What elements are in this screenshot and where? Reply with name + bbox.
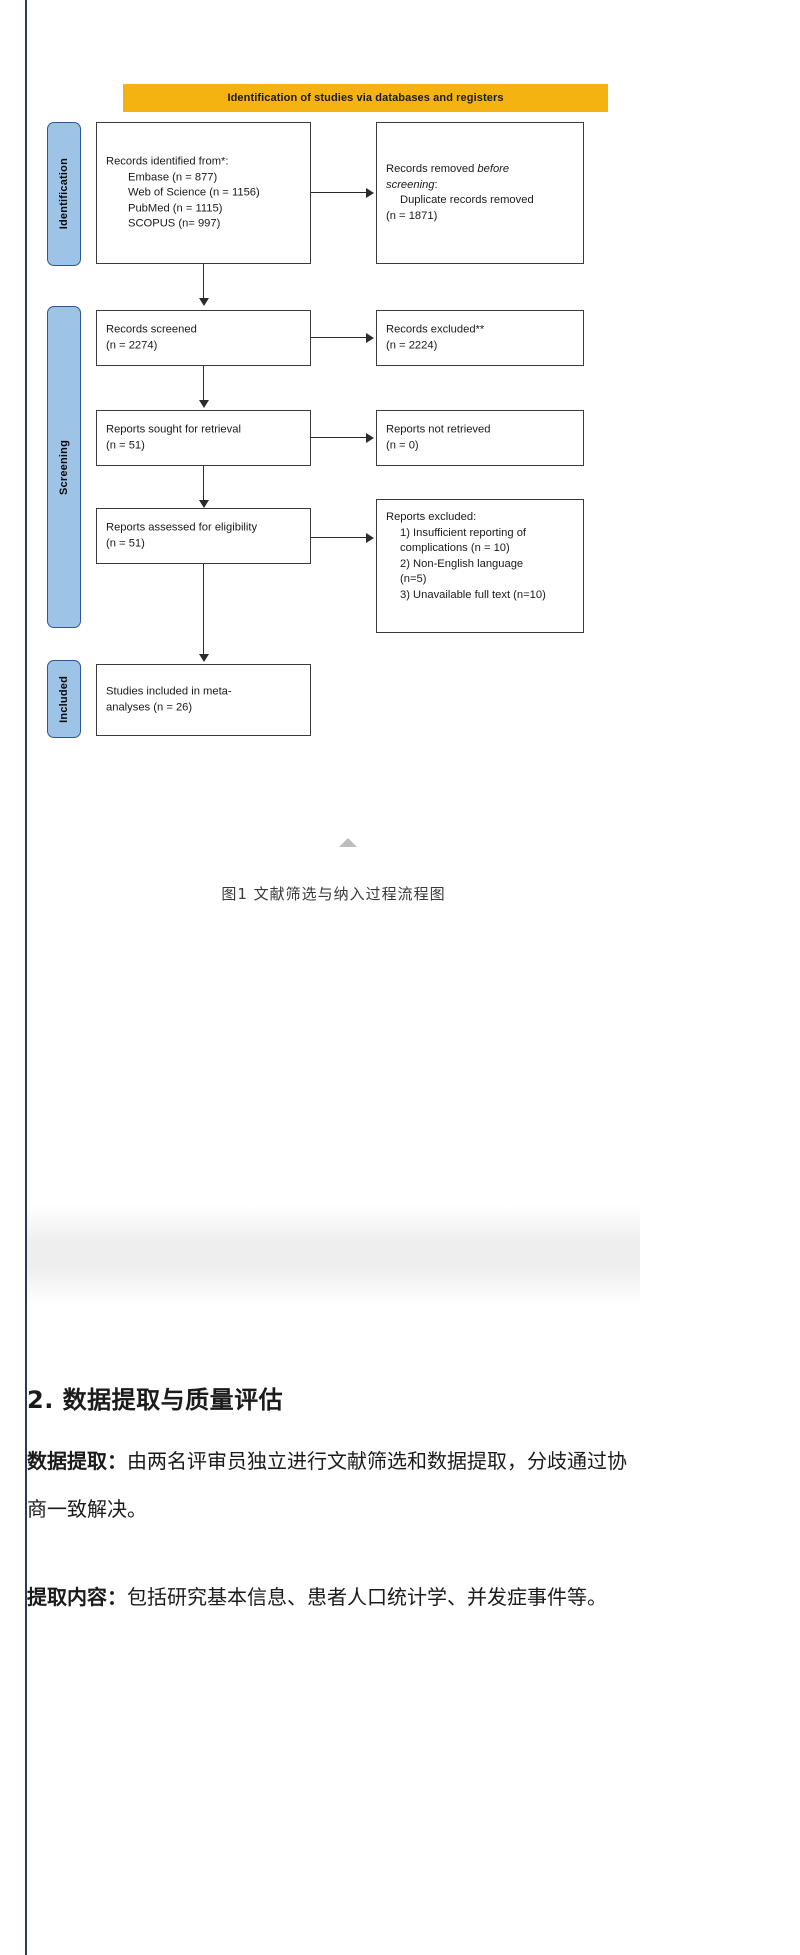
records-screened-title: Records screened (106, 323, 197, 336)
reports-not-retrieved-count: (n = 0) (386, 439, 419, 451)
phase-label-screening-text: Screening (58, 439, 70, 495)
records-removed-item1: Duplicate records removed (400, 194, 534, 206)
box-reports-assessed: Reports assessed for eligibility (n = 51… (96, 508, 311, 564)
reports-excluded-item-3: (n=5) (400, 573, 427, 585)
connector-screened-to-excluded (311, 337, 367, 339)
box-reports-sought: Reports sought for retrieval (n = 51) (96, 410, 311, 466)
reports-sought-title: Reports sought for retrieval (106, 423, 241, 436)
connector-identified-to-removed-arrow (366, 188, 374, 198)
box-reports-assessed-text: Reports assessed for eligibility (n = 51… (106, 521, 304, 552)
connector-sought-to-assessed-arrow (199, 500, 209, 508)
box-studies-included-text: Studies included in meta- analyses (n = … (106, 685, 304, 716)
reports-sought-count: (n = 51) (106, 439, 145, 451)
box-records-screened: Records screened (n = 2274) (96, 310, 311, 366)
connector-identified-to-removed (311, 192, 367, 194)
box-records-identified: Records identified from*: Embase (n = 87… (96, 122, 311, 264)
records-identified-item-0: Embase (n = 877) (128, 170, 218, 183)
phase-label-screening: Screening (47, 306, 81, 628)
box-reports-not-retrieved-text: Reports not retrieved (n = 0) (386, 423, 577, 454)
phase-label-included: Included (47, 660, 81, 738)
phase-label-included-text: Included (58, 675, 70, 723)
connector-identified-to-screened (203, 264, 205, 300)
box-records-excluded: Records excluded** (n = 2224) (376, 310, 584, 366)
records-removed-line2-italic: screening (386, 178, 435, 191)
box-reports-sought-text: Reports sought for retrieval (n = 51) (106, 423, 304, 454)
reports-excluded-item-2: 2) Non-English language (400, 557, 524, 570)
records-excluded-title: Records excluded** (386, 323, 485, 336)
prisma-flow-diagram: Identification of studies via databases … (27, 0, 640, 1020)
section-heading: 2. 数据提取与质量评估 (27, 1386, 284, 1414)
reports-assessed-title: Reports assessed for eligibility (106, 521, 258, 534)
connector-assessed-to-included-arrow (199, 654, 209, 662)
box-reports-excluded: Reports excluded: 1) Insufficient report… (376, 499, 584, 633)
page-left-rule (25, 0, 27, 1955)
studies-included-line2: analyses (n = 26) (106, 701, 193, 713)
connector-sought-to-not-retrieved (311, 437, 367, 439)
box-reports-not-retrieved: Reports not retrieved (n = 0) (376, 410, 584, 466)
reports-not-retrieved-title: Reports not retrieved (386, 423, 491, 436)
diagram-banner: Identification of studies via databases … (123, 84, 608, 112)
paragraph-extraction-content-lead: 提取内容： (27, 1585, 127, 1609)
connector-screened-to-sought-arrow (199, 400, 209, 408)
reports-excluded-item-1: complications (n = 10) (400, 542, 510, 554)
connector-sought-to-not-retrieved-arrow (366, 433, 374, 443)
box-records-screened-text: Records screened (n = 2274) (106, 323, 304, 354)
records-identified-item-3: SCOPUS (n= 997) (128, 217, 221, 230)
records-identified-item-1: Web of Science (n = 1156) (128, 186, 260, 199)
records-removed-line1: Records removed (386, 163, 478, 175)
paragraph-data-extraction: 数据提取：由两名评审员独立进行文献筛选和数据提取，分歧通过协商一致解决。 (27, 1437, 640, 1533)
page-right-gutter (640, 0, 800, 1955)
reports-excluded-title: Reports excluded: (386, 511, 477, 523)
box-records-identified-text: Records identified from*: Embase (n = 87… (106, 154, 304, 232)
paragraph-extraction-content: 提取内容：包括研究基本信息、患者人口统计学、并发症事件等。 (27, 1573, 640, 1621)
section-separator-band (27, 1205, 640, 1305)
reports-assessed-count: (n = 51) (106, 537, 145, 549)
box-studies-included: Studies included in meta- analyses (n = … (96, 664, 311, 736)
studies-included-line1: Studies included in meta- (106, 685, 232, 698)
paragraph-extraction-content-text: 包括研究基本信息、患者人口统计学、并发症事件等。 (127, 1585, 607, 1609)
connector-assessed-to-excluded (311, 537, 367, 539)
records-removed-line1-italic: before (477, 163, 510, 175)
connector-assessed-to-included (203, 564, 205, 656)
records-identified-item-2: PubMed (n = 1115) (128, 201, 223, 214)
connector-assessed-to-excluded-arrow (366, 533, 374, 543)
connector-screened-to-sought (203, 366, 205, 402)
records-screened-count: (n = 2274) (106, 339, 158, 351)
connector-identified-to-screened-arrow (199, 298, 209, 306)
article-body: 2. 数据提取与质量评估 数据提取：由两名评审员独立进行文献筛选和数据提取，分歧… (27, 1380, 640, 1661)
collapse-triangle-icon[interactable] (339, 838, 357, 847)
box-records-removed: Records removed before screening: Duplic… (376, 122, 584, 264)
diagram-banner-label: Identification of studies via databases … (227, 92, 504, 104)
reports-excluded-item-4: 3) Unavailable full text (n=10) (400, 588, 546, 601)
page-content: Identification of studies via databases … (27, 0, 640, 1955)
paragraph-data-extraction-text: 由两名评审员独立进行文献筛选和数据提取，分歧通过协商一致解决。 (27, 1449, 627, 1521)
records-removed-line2-tail: : (434, 178, 438, 191)
records-excluded-count: (n = 2224) (386, 339, 438, 351)
phase-label-identification-text: Identification (58, 158, 70, 230)
reports-excluded-item-0: 1) Insufficient reporting of (400, 526, 527, 539)
box-records-removed-text: Records removed before screening: Duplic… (386, 162, 577, 224)
connector-screened-to-excluded-arrow (366, 333, 374, 343)
phase-label-identification: Identification (47, 122, 81, 266)
box-reports-excluded-text: Reports excluded: 1) Insufficient report… (386, 510, 577, 603)
box-records-excluded-text: Records excluded** (n = 2224) (386, 323, 577, 354)
paragraph-data-extraction-lead: 数据提取： (27, 1449, 127, 1473)
figure-caption: 图1 文献筛选与纳入过程流程图 (221, 885, 446, 903)
records-removed-item2: (n = 1871) (386, 209, 438, 222)
connector-sought-to-assessed (203, 466, 205, 502)
records-identified-title: Records identified from*: (106, 155, 229, 168)
